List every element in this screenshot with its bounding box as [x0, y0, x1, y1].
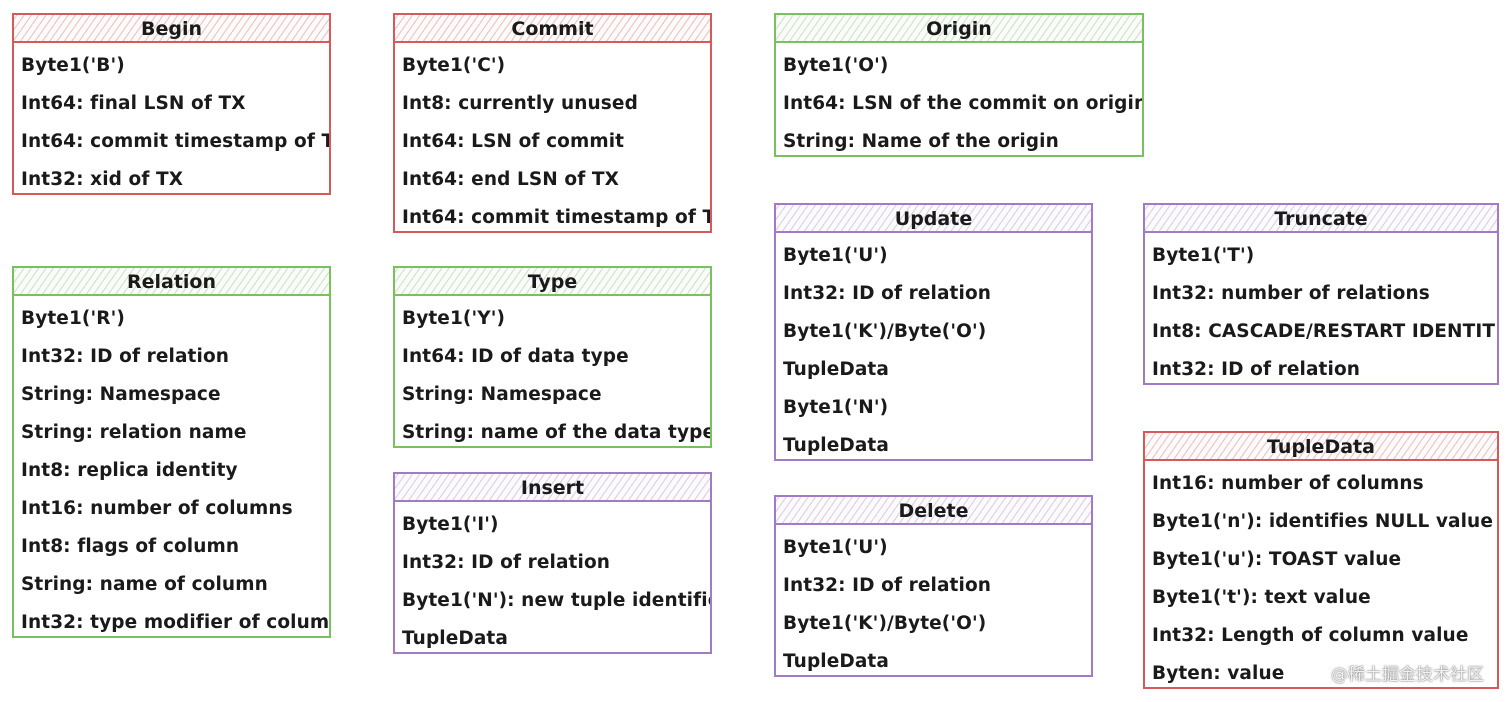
tupledata-field: Int16: number of columns: [1152, 473, 1424, 494]
origin-field: Int64: LSN of the commit on origin: [783, 93, 1142, 114]
truncate-field: Int8: CASCADE/RESTART IDENTIT: [1152, 321, 1496, 342]
commit-field: Int64: end LSN of TX: [402, 169, 619, 190]
delete-title: Delete: [776, 497, 1091, 525]
tupledata-fields: Int16: number of columns Byte1('n'): ide…: [1145, 461, 1497, 693]
update-field: Int32: ID of relation: [783, 283, 992, 304]
type-title: Type: [395, 268, 710, 296]
insert-message-box: Insert Byte1('I') Int32: ID of relation …: [393, 472, 712, 654]
relation-field: Int16: number of columns: [21, 498, 293, 519]
update-message-box: Update Byte1('U') Int32: ID of relation …: [774, 203, 1093, 461]
delete-field: Byte1('K')/Byte('O'): [783, 613, 987, 634]
type-field: String: name of the data type: [402, 422, 710, 443]
commit-field: Int8: currently unused: [402, 93, 638, 114]
commit-field: Byte1('C'): [402, 55, 506, 76]
delete-fields: Byte1('U') Int32: ID of relation Byte1('…: [776, 525, 1091, 681]
truncate-title: Truncate: [1145, 205, 1497, 233]
relation-field: String: Namespace: [21, 384, 221, 405]
relation-message-box: Relation Byte1('R') Int32: ID of relatio…: [12, 266, 331, 638]
insert-fields: Byte1('I') Int32: ID of relation Byte1('…: [395, 502, 710, 658]
origin-fields: Byte1('O') Int64: LSN of the commit on o…: [776, 43, 1142, 161]
type-field: String: Namespace: [402, 384, 602, 405]
commit-title: Commit: [395, 15, 710, 43]
relation-field: Int8: flags of column: [21, 536, 240, 557]
origin-title: Origin: [776, 15, 1142, 43]
insert-field: Int32: ID of relation: [402, 552, 611, 573]
tupledata-field: Byte1('n'): identifies NULL value: [1152, 511, 1493, 532]
delete-field: TupleData: [783, 651, 889, 672]
truncate-field: Int32: ID of relation: [1152, 359, 1361, 380]
begin-field: Byte1('B'): [21, 55, 125, 76]
relation-field: Byte1('R'): [21, 308, 125, 329]
type-field: Byte1('Y'): [402, 308, 506, 329]
type-field: Int64: ID of data type: [402, 346, 629, 367]
update-field: Byte1('N'): [783, 397, 889, 418]
origin-field: Byte1('O'): [783, 55, 889, 76]
update-field: TupleData: [783, 359, 889, 380]
truncate-field: Byte1('T'): [1152, 245, 1255, 266]
update-field: TupleData: [783, 435, 889, 456]
relation-fields: Byte1('R') Int32: ID of relation String:…: [14, 296, 329, 642]
insert-field: Byte1('N'): new tuple identifies: [402, 590, 710, 611]
begin-field: Int64: commit timestamp of TX: [21, 131, 329, 152]
commit-fields: Byte1('C') Int8: currently unused Int64:…: [395, 43, 710, 237]
insert-field: Byte1('I'): [402, 514, 499, 535]
tupledata-field: Byte1('u'): TOAST value: [1152, 549, 1402, 570]
relation-field: Int32: ID of relation: [21, 346, 230, 367]
type-fields: Byte1('Y') Int64: ID of data type String…: [395, 296, 710, 452]
origin-field: String: Name of the origin: [783, 131, 1059, 152]
update-field: Byte1('U'): [783, 245, 888, 266]
begin-message-box: Begin Byte1('B') Int64: final LSN of TX …: [12, 13, 331, 195]
commit-message-box: Commit Byte1('C') Int8: currently unused…: [393, 13, 712, 233]
delete-field: Int32: ID of relation: [783, 575, 992, 596]
relation-title: Relation: [14, 268, 329, 296]
begin-field: Int64: final LSN of TX: [21, 93, 246, 114]
relation-field: Int8: replica identity: [21, 460, 238, 481]
relation-field: String: relation name: [21, 422, 247, 443]
tupledata-message-box: TupleData Int16: number of columns Byte1…: [1143, 431, 1499, 689]
relation-field: String: name of column: [21, 574, 268, 595]
insert-field: TupleData: [402, 628, 508, 649]
tupledata-field: Byten: value: [1152, 663, 1285, 684]
update-field: Byte1('K')/Byte('O'): [783, 321, 987, 342]
commit-field: Int64: commit timestamp of TX: [402, 207, 710, 228]
tupledata-field: Int32: Length of column value: [1152, 625, 1469, 646]
tupledata-field: Byte1('t'): text value: [1152, 587, 1371, 608]
delete-message-box: Delete Byte1('U') Int32: ID of relation …: [774, 495, 1093, 677]
type-message-box: Type Byte1('Y') Int64: ID of data type S…: [393, 266, 712, 448]
truncate-fields: Byte1('T') Int32: number of relations In…: [1145, 233, 1497, 389]
begin-field: Int32: xid of TX: [21, 169, 184, 190]
begin-fields: Byte1('B') Int64: final LSN of TX Int64:…: [14, 43, 329, 199]
commit-field: Int64: LSN of commit: [402, 131, 625, 152]
origin-message-box: Origin Byte1('O') Int64: LSN of the comm…: [774, 13, 1144, 157]
update-fields: Byte1('U') Int32: ID of relation Byte1('…: [776, 233, 1091, 465]
begin-title: Begin: [14, 15, 329, 43]
update-title: Update: [776, 205, 1091, 233]
relation-field: Int32: type modifier of column: [21, 612, 329, 633]
insert-title: Insert: [395, 474, 710, 502]
watermark-text: @稀土掘金技术社区: [1331, 665, 1484, 685]
truncate-field: Int32: number of relations: [1152, 283, 1430, 304]
delete-field: Byte1('U'): [783, 537, 888, 558]
truncate-message-box: Truncate Byte1('T') Int32: number of rel…: [1143, 203, 1499, 385]
tupledata-title: TupleData: [1145, 433, 1497, 461]
